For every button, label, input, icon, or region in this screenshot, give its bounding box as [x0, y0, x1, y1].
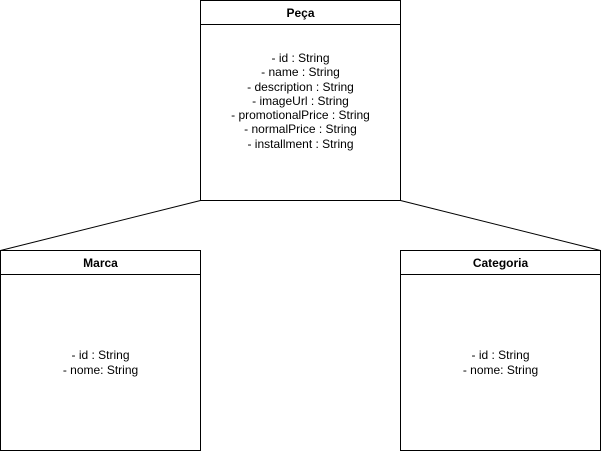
- attribute-imageurl: - imageUrl : String: [252, 93, 349, 108]
- class-marca[interactable]: Marca - id : String - nome: String: [0, 250, 201, 451]
- class-peca[interactable]: Peça - id : String - name : String - des…: [200, 0, 401, 201]
- attribute-normalprice: - normalPrice : String: [244, 122, 357, 137]
- attribute-nome: - nome: String: [462, 362, 539, 377]
- class-peca-attributes: - id : String - name : String - descript…: [201, 25, 400, 200]
- attribute-id: - id : String: [271, 51, 330, 65]
- association-peca-categoria: [400, 200, 601, 251]
- attribute-description: - description : String: [247, 79, 354, 94]
- class-marca-title: Marca: [1, 251, 200, 275]
- class-peca-title: Peça: [201, 1, 400, 25]
- attribute-id: - id : String: [471, 348, 530, 363]
- attribute-installment: - installment : String: [247, 136, 354, 151]
- association-peca-marca: [0, 200, 201, 251]
- class-categoria[interactable]: Categoria - id : String - nome: String: [400, 250, 601, 451]
- class-marca-attributes: - id : String - nome: String: [1, 275, 200, 450]
- attribute-id: - id : String: [71, 348, 130, 363]
- class-categoria-title: Categoria: [401, 251, 600, 275]
- attribute-promotionalprice: - promotionalPrice : String: [231, 108, 370, 123]
- attribute-nome: - nome: String: [62, 362, 139, 377]
- attribute-name: - name : String: [261, 65, 340, 80]
- class-categoria-attributes: - id : String - nome: String: [401, 275, 600, 450]
